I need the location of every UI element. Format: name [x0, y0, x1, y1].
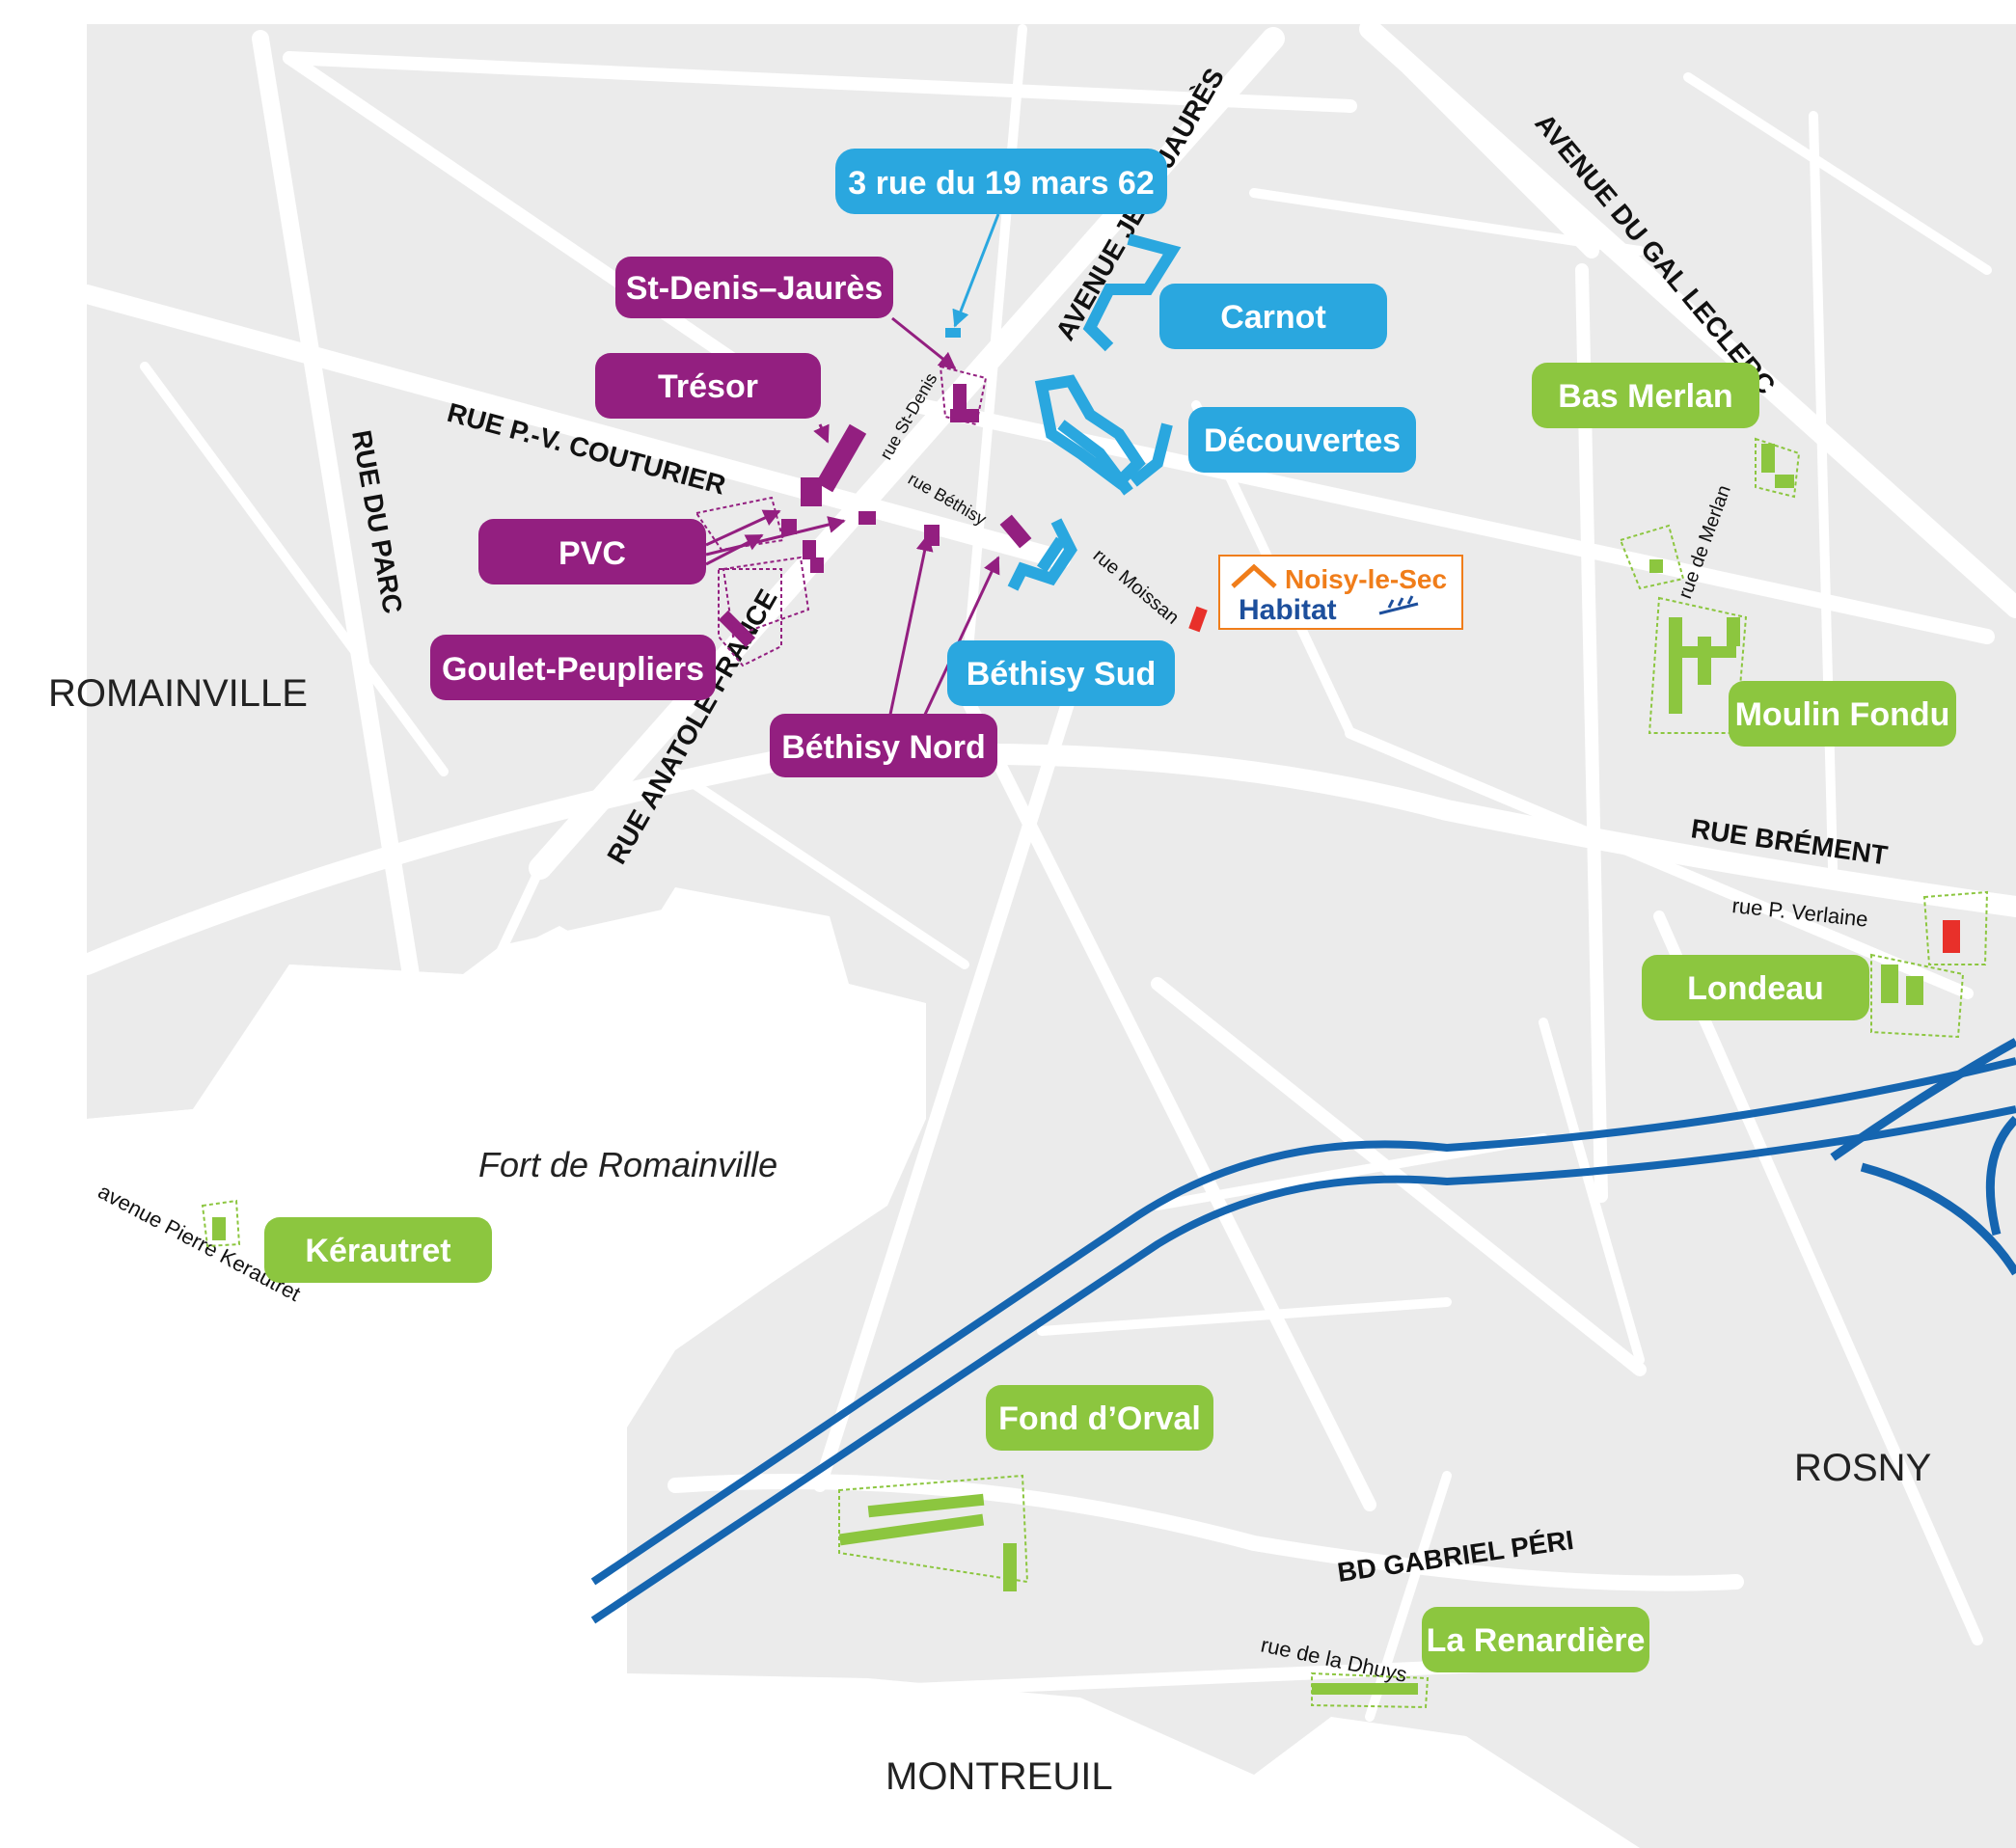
svg-text:Béthisy Sud: Béthisy Sud: [967, 656, 1156, 693]
label-bethisy-sud[interactable]: Béthisy Sud: [947, 640, 1175, 706]
fort-area: [87, 907, 926, 1678]
noisy-le-sec-habitat-logo: Noisy-le-Sec Habitat: [1218, 555, 1463, 630]
londeau-office-marker: [1943, 920, 1960, 953]
label-kerautret[interactable]: Kérautret: [264, 1217, 492, 1283]
office-marker: [1188, 606, 1208, 633]
fort-label: Fort de Romainville: [478, 1145, 777, 1184]
label-goulet-peupliers[interactable]: Goulet-Peupliers: [430, 635, 716, 700]
blue-buildings: [1007, 233, 1182, 591]
blue-building-19mars: [945, 328, 961, 338]
svg-text:La Renardière: La Renardière: [1427, 1622, 1646, 1659]
label-la-renardiere[interactable]: La Renardière: [1422, 1607, 1649, 1672]
svg-text:Découvertes: Découvertes: [1204, 422, 1401, 459]
highway-a3: [590, 1038, 2016, 1624]
svg-text:Goulet-Peupliers: Goulet-Peupliers: [442, 651, 704, 688]
house-roof-icon: [1231, 563, 1277, 588]
blue-arrow: [952, 213, 1000, 328]
label-3-rue-du-19-mars-62[interactable]: 3 rue du 19 mars 62: [835, 149, 1167, 214]
label-pvc[interactable]: PVC: [478, 519, 706, 584]
label-moulin-fondu[interactable]: Moulin Fondu: [1729, 681, 1956, 747]
green-buildings: [212, 444, 1923, 1695]
svg-text:Béthisy Nord: Béthisy Nord: [781, 729, 986, 766]
label-decouvertes[interactable]: Découvertes: [1188, 407, 1416, 473]
svg-text:Noisy-le-Sec: Noisy-le-Sec: [1285, 564, 1447, 594]
label-fond-dorval[interactable]: Fond d’Orval: [986, 1385, 1213, 1451]
label-londeau[interactable]: Londeau: [1642, 955, 1869, 1020]
label-tresor[interactable]: Trésor: [595, 353, 821, 419]
svg-text:Fond d’Orval: Fond d’Orval: [998, 1400, 1201, 1437]
label-bas-merlan[interactable]: Bas Merlan: [1532, 363, 1759, 428]
svg-text:PVC: PVC: [558, 535, 626, 572]
svg-text:St-Denis–Jaurès: St-Denis–Jaurès: [626, 270, 883, 307]
svg-text:Bas Merlan: Bas Merlan: [1558, 378, 1732, 415]
svg-text:Habitat: Habitat: [1239, 594, 1337, 626]
label-st-denis-jaures[interactable]: St-Denis–Jaurès: [615, 257, 893, 318]
town-romainville: ROMAINVILLE: [48, 672, 308, 715]
town-montreuil: MONTREUIL: [885, 1755, 1113, 1798]
svg-text:Moulin Fondu: Moulin Fondu: [1735, 696, 1950, 733]
town-rosny: ROSNY: [1794, 1447, 1931, 1489]
label-bethisy-nord[interactable]: Béthisy Nord: [770, 714, 997, 777]
svg-text:Carnot: Carnot: [1220, 299, 1326, 336]
svg-text:Kérautret: Kérautret: [305, 1233, 450, 1269]
purple-outlines: [695, 365, 988, 667]
purple-buildings: [718, 384, 1032, 648]
svg-text:Trésor: Trésor: [658, 368, 758, 405]
label-carnot[interactable]: Carnot: [1159, 284, 1387, 349]
leaf-icon: [1378, 595, 1419, 615]
svg-text:Londeau: Londeau: [1687, 970, 1824, 1007]
land-area: [87, 24, 2016, 1848]
svg-text:3 rue du 19 mars 62: 3 rue du 19 mars 62: [848, 165, 1155, 202]
